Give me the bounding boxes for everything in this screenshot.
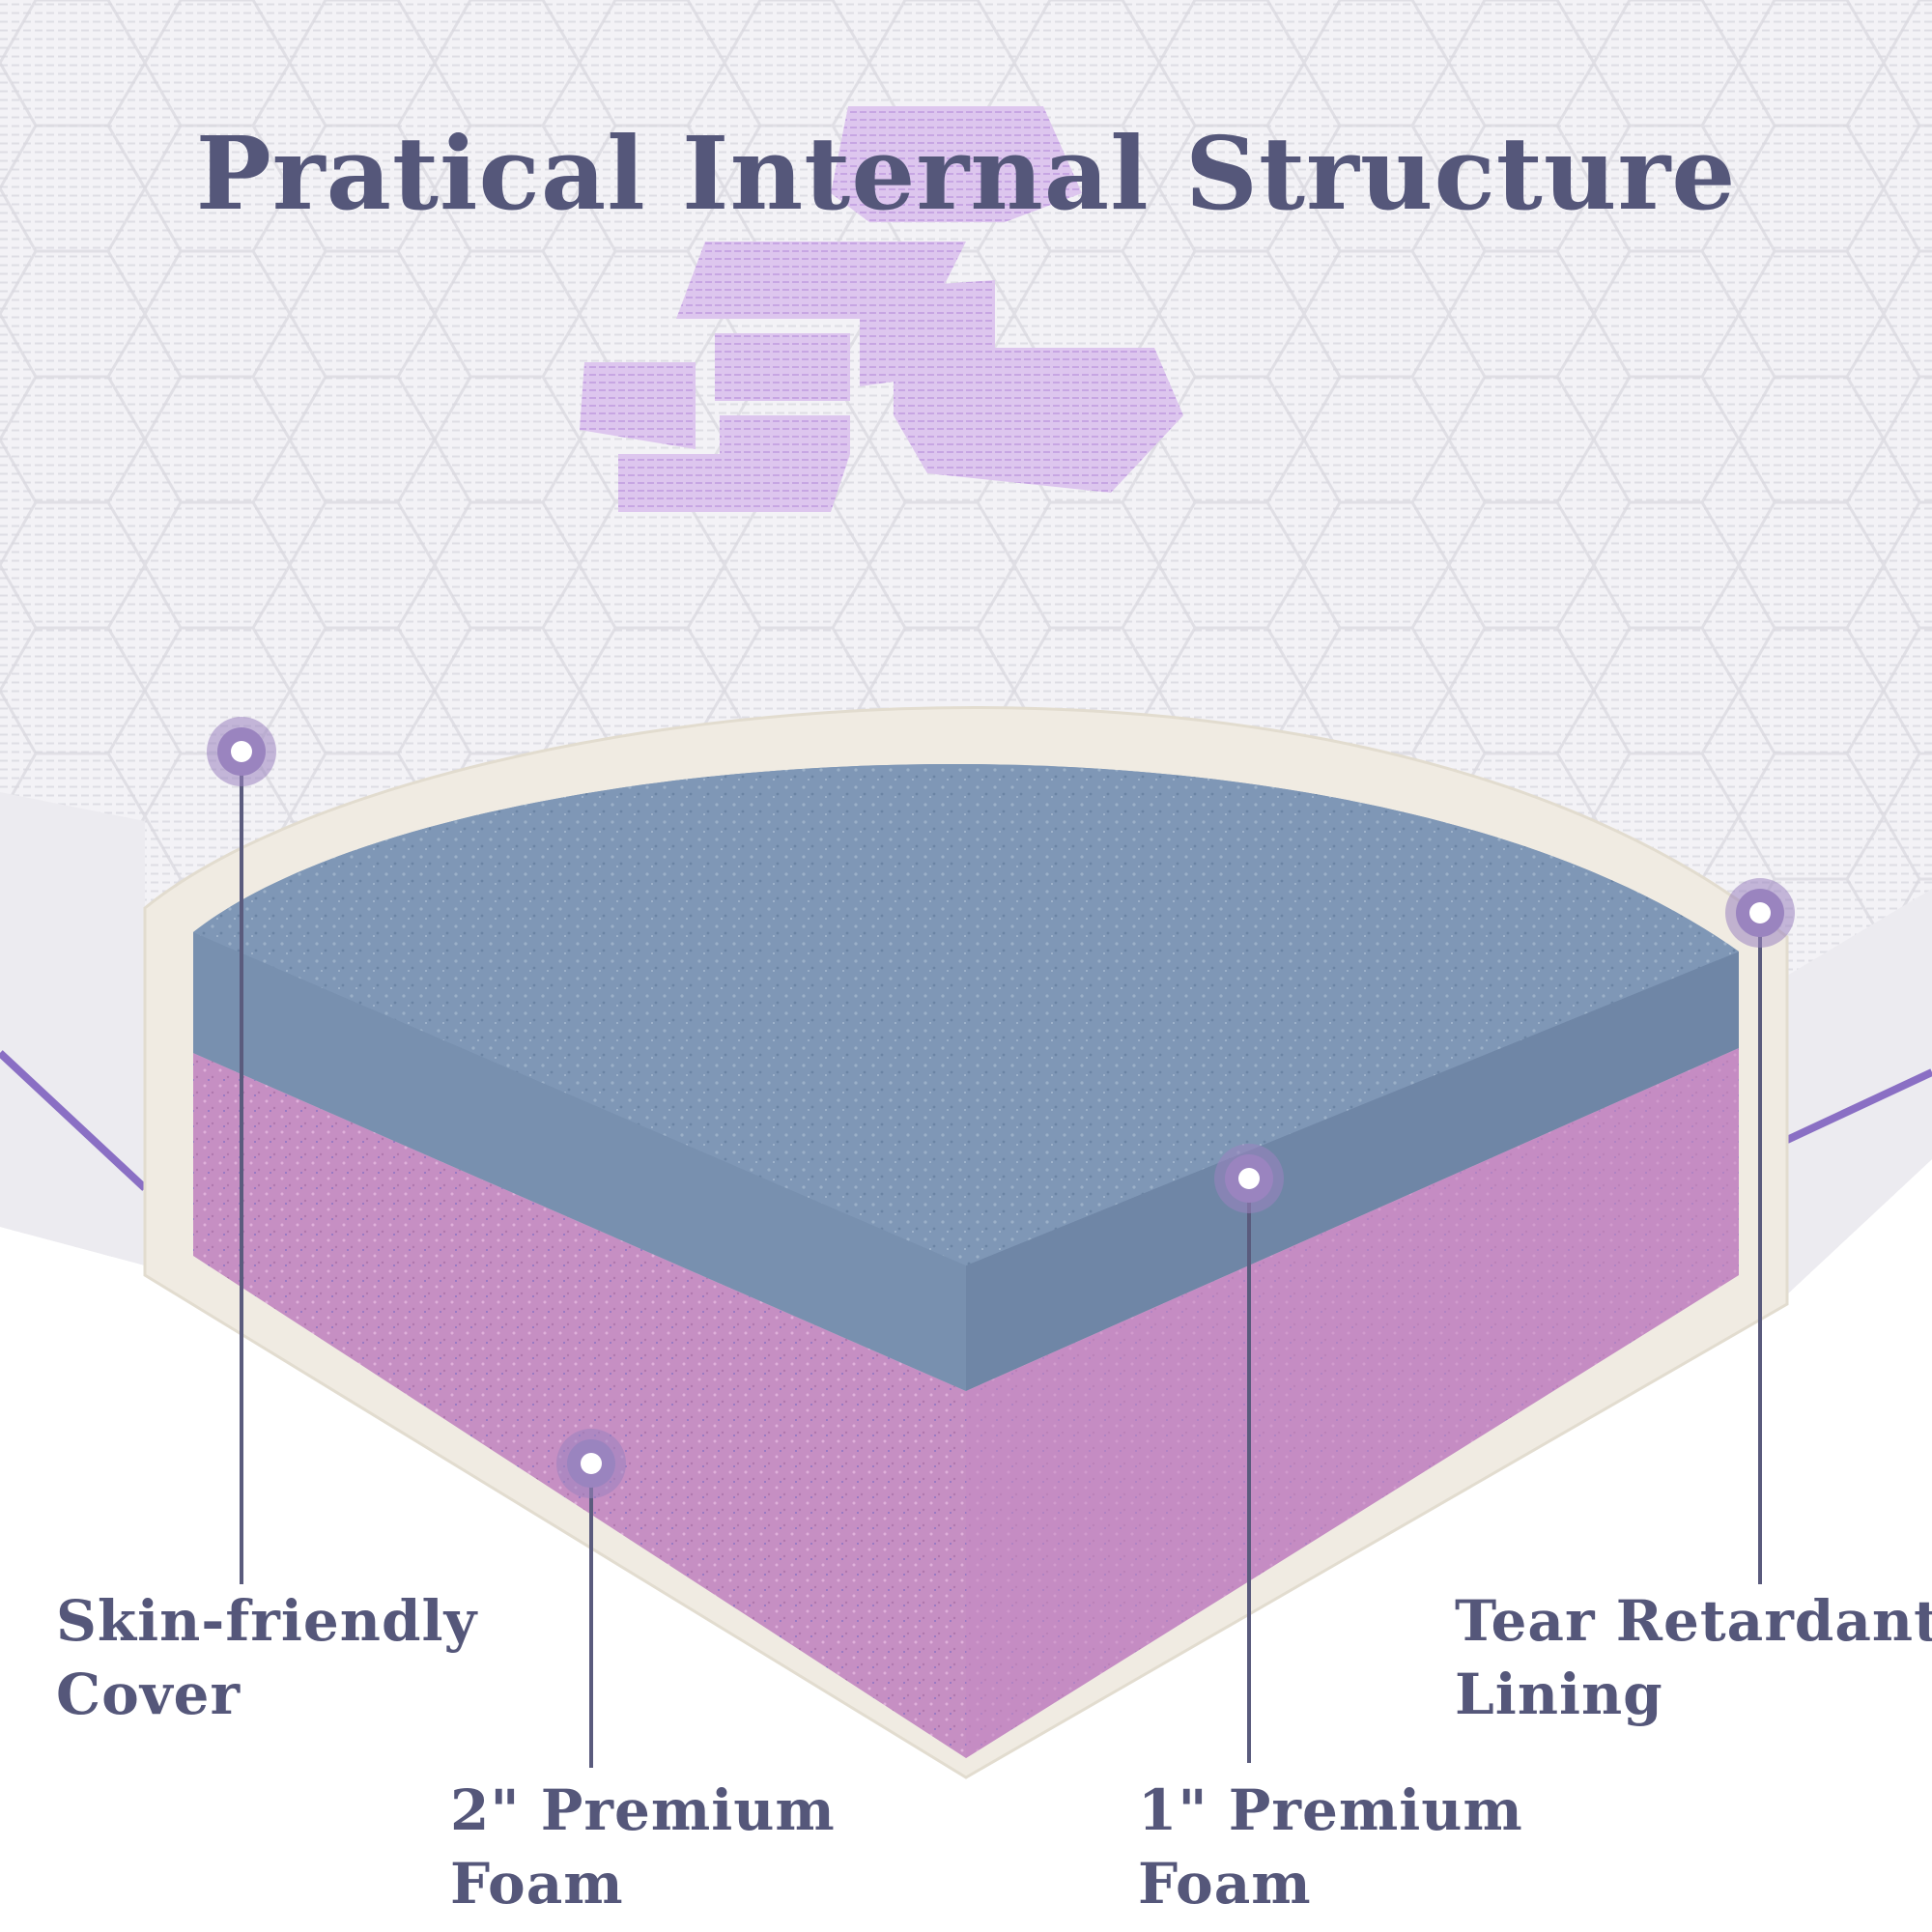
marker-foam-one	[1214, 1144, 1284, 1213]
label-line: Foam	[450, 1851, 624, 1917]
callout-lines	[240, 753, 1762, 1768]
marker-foam-two	[556, 1429, 626, 1498]
label-2in-premium-foam: 2" Premium Foam	[450, 1774, 836, 1920]
foam-1in-top	[193, 763, 1739, 1265]
label-line: 2" Premium	[450, 1777, 836, 1843]
page-title: Pratical Internal Structure	[195, 114, 1737, 233]
foam-2in-side-right	[966, 1048, 1739, 1758]
label-line: Foam	[1138, 1851, 1312, 1917]
label-line: Tear Retardant	[1455, 1588, 1932, 1654]
label-line: Cover	[56, 1662, 242, 1727]
label-line: Lining	[1455, 1662, 1663, 1727]
marker-lining	[1725, 878, 1795, 948]
label-line: 1" Premium	[1138, 1777, 1523, 1843]
background-bottom	[0, 1159, 1932, 1932]
mattress-side-left	[0, 792, 145, 1265]
label-line: Skin-friendly	[56, 1588, 478, 1654]
foam-1in-side-left	[193, 932, 966, 1391]
marker-cover	[207, 717, 276, 786]
zipper-right	[1785, 1068, 1932, 1144]
zipper-left	[0, 1050, 148, 1191]
label-skin-friendly-cover: Skin-friendly Cover	[56, 1584, 477, 1731]
foam-1in-side-right	[966, 952, 1739, 1391]
label-1in-premium-foam: 1" Premium Foam	[1138, 1774, 1523, 1920]
cube-logo	[580, 106, 1183, 512]
mattress-side-right	[1787, 889, 1932, 1294]
label-tear-retardant-lining: Tear Retardant Lining	[1455, 1584, 1932, 1731]
